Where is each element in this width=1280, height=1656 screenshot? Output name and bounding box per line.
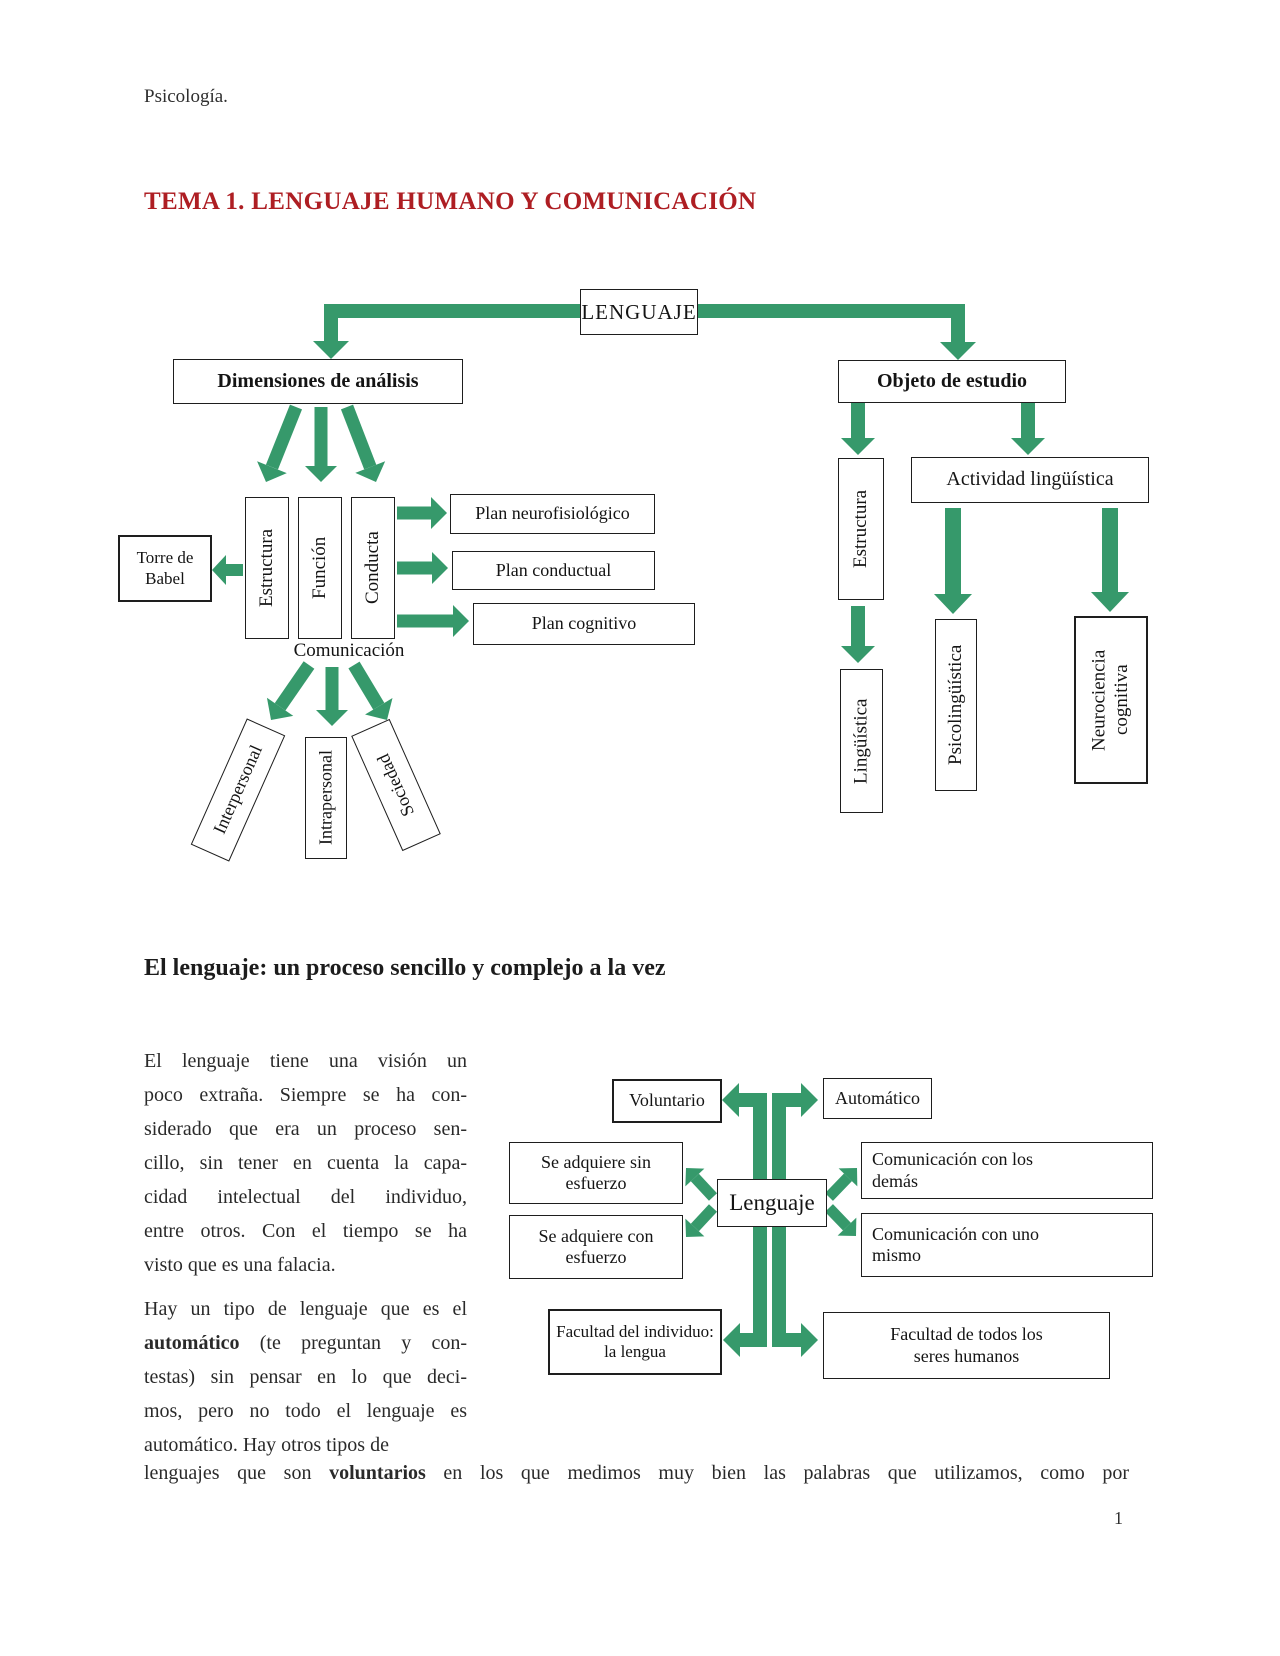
box-facultad-individuo: Facultad del individuo: la lengua (548, 1309, 722, 1375)
page-number: 1 (1114, 1508, 1123, 1528)
box-linguistica: Lingüística (840, 669, 883, 813)
box-dimensiones-analisis: Dimensiones de análisis (173, 359, 463, 404)
page-header: Psicología. (144, 86, 228, 107)
box-plan-neurofisiologico: Plan neurofisiológico (450, 494, 655, 534)
box-se-adquiere-sin-esfuerzo: Se adquiere sin esfuerzo (509, 1142, 683, 1204)
label-comunicacion: Comunicación (293, 640, 405, 661)
box-voluntario: Voluntario (612, 1079, 722, 1123)
box-psicolinguistica: Psicolingüística (935, 619, 977, 791)
box-estructura-objeto: Estructura (838, 458, 884, 600)
paragraph-full-width-line: lenguajes que son voluntarios en los que… (144, 1462, 1129, 1484)
box-comunicacion-con-uno-mismo: Comunicación con uno mismo (861, 1213, 1153, 1277)
box-neurociencia-cognitiva: Neurociencia cognitiva (1074, 616, 1148, 784)
box-torre-de-babel: Torre de Babel (118, 535, 212, 602)
box-facultad-todos: Facultad de todos los seres humanos (823, 1312, 1110, 1379)
box-objeto-estudio: Objeto de estudio (838, 360, 1066, 403)
box-comunicacion-con-demas: Comunicación con los demás (861, 1142, 1153, 1199)
box-estructura-dimension: Estructura (245, 497, 289, 639)
box-lenguaje-center: Lenguaje (717, 1179, 827, 1227)
box-plan-cognitivo: Plan cognitivo (473, 603, 695, 645)
section-heading: El lenguaje: un proceso sencillo y compl… (144, 955, 666, 981)
box-actividad-linguistica: Actividad lingüística (911, 457, 1149, 503)
box-conducta-dimension: Conducta (351, 497, 395, 639)
topic-title-text: LENGUAJE HUMANO Y COMUNICACIÓN (244, 188, 757, 215)
box-automatico: Automático (823, 1078, 932, 1119)
topic-title: TEMA 1. LENGUAJE HUMANO Y COMUNICACIÓN (144, 188, 756, 216)
topic-title-number: TEMA 1. (144, 188, 245, 215)
box-se-adquiere-con-esfuerzo: Se adquiere con esfuerzo (509, 1215, 683, 1279)
box-funcion-dimension: Función (298, 497, 342, 639)
box-intrapersonal: Intrapersonal (305, 737, 347, 859)
box-plan-conductual: Plan conductual (452, 551, 655, 590)
box-lenguaje-root: LENGUAJE (580, 289, 698, 335)
